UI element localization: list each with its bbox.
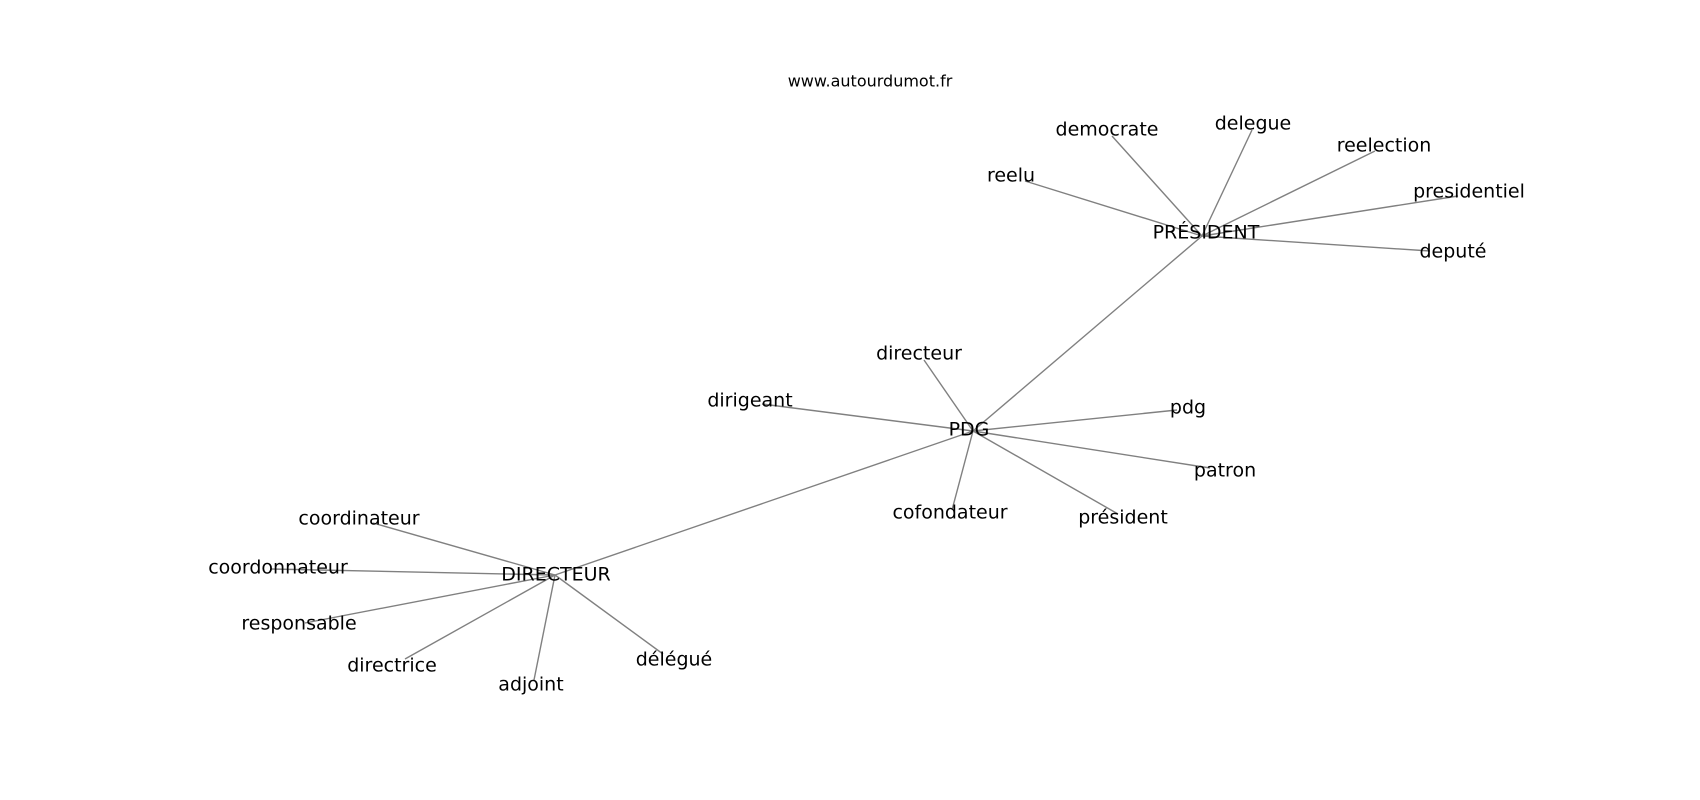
edge-president_hub-reelection	[1201, 150, 1376, 237]
node-label-dirigeant: dirigeant	[707, 390, 792, 412]
node-label-directeur-hub: DIRECTEUR	[501, 564, 610, 586]
edge-pdg_hub-pdg_leaf	[972, 409, 1178, 432]
node-label-responsable: responsable	[241, 613, 356, 635]
node-label-president-hub: PRÉSIDENT	[1153, 221, 1260, 244]
edges-layer	[270, 129, 1459, 681]
node-label-depute: deputé	[1420, 241, 1487, 263]
node-label-pdg-leaf: pdg	[1170, 397, 1206, 419]
edge-president_hub-presidentiel	[1201, 195, 1459, 237]
node-label-president-leaf: président	[1078, 507, 1168, 529]
node-label-delegue: delegue	[1215, 113, 1292, 135]
edge-directeur_hub-coordonnateur	[270, 568, 556, 576]
edge-pdg_hub-dirigeant	[761, 403, 974, 432]
edge-president_hub-delegue	[1201, 129, 1253, 237]
node-label-adjoint: adjoint	[498, 674, 563, 696]
node-label-coordonnateur: coordonnateur	[208, 557, 348, 579]
node-label-pdg-hub: PDG	[949, 419, 990, 441]
nodes-layer: PRÉSIDENT reelu democrate delegue reelection…	[208, 113, 1525, 696]
edge-directeur_hub-directrice	[404, 574, 556, 660]
node-label-democrate: democrate	[1056, 119, 1159, 141]
node-label-reelection: reelection	[1337, 135, 1432, 157]
edge-directeur_hub-responsable	[304, 574, 556, 624]
edge-president_hub-pdg_hub	[972, 235, 1203, 432]
edge-directeur_hub-delegue_accent	[554, 574, 664, 655]
edge-president_hub-democrate	[1111, 135, 1203, 237]
node-label-reelu: reelu	[987, 165, 1035, 187]
edge-pdg_hub-directeur_leaf	[923, 359, 974, 432]
edge-pdg_hub-patron	[972, 430, 1211, 469]
edge-pdg_hub-president_leaf	[972, 430, 1119, 515]
node-label-coordinateur: coordinateur	[298, 508, 419, 530]
node-label-delegue-accent: délégué	[636, 649, 713, 671]
node-label-directrice: directrice	[347, 655, 437, 677]
node-label-patron: patron	[1194, 460, 1256, 482]
node-label-cofondateur: cofondateur	[892, 502, 1007, 524]
edge-pdg_hub-cofondateur	[951, 430, 974, 511]
edge-president_hub-reelu	[1024, 180, 1203, 237]
edge-president_hub-depute	[1201, 235, 1431, 252]
edge-pdg_hub-directeur_hub	[554, 430, 974, 576]
node-label-presidentiel: presidentiel	[1413, 181, 1525, 203]
edge-directeur_hub-coordinateur	[372, 522, 556, 576]
source-label: www.autourdumot.fr	[788, 72, 953, 91]
edge-directeur_hub-adjoint	[533, 574, 556, 681]
node-label-directeur-leaf: directeur	[876, 343, 962, 365]
